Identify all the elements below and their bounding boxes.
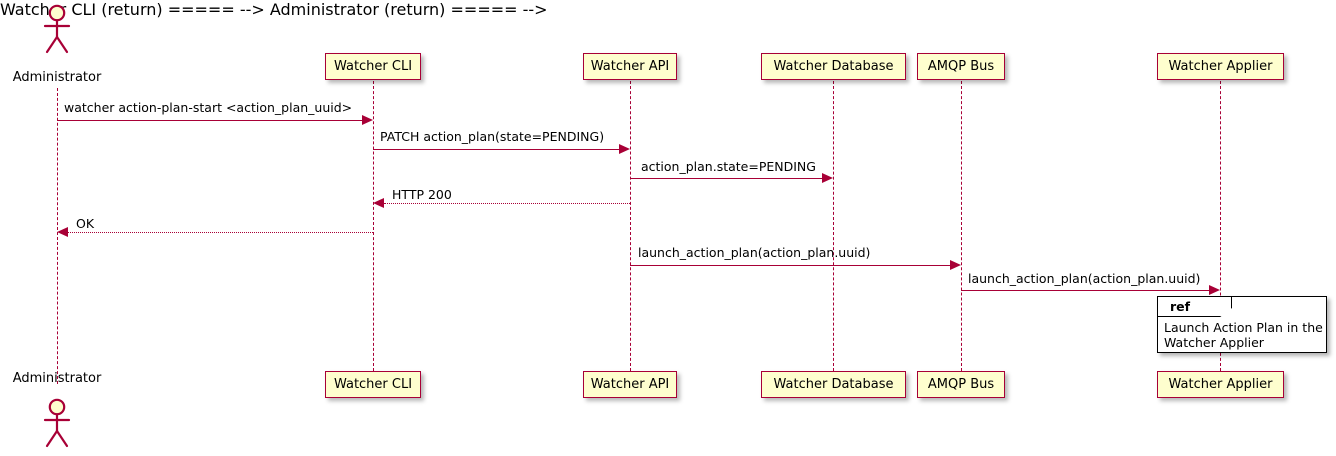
actor-label-bottom: Administrator <box>12 371 102 386</box>
ref-fragment-text: Launch Action Plan in the Watcher Applie… <box>1164 320 1323 350</box>
message-line-1 <box>57 120 363 121</box>
message-arrowhead-7 <box>1209 285 1220 295</box>
message-label-5: OK <box>76 216 95 231</box>
participant-label-watcher-applier-top: Watcher Applier <box>1168 59 1273 74</box>
participant-box-watcher-cli-bottom[interactable]: Watcher CLI <box>325 371 421 398</box>
lifeline-amqp-bus <box>961 81 962 371</box>
lifeline-watcher-database <box>833 81 834 371</box>
participant-box-watcher-applier-top[interactable]: Watcher Applier <box>1157 53 1284 80</box>
participant-box-amqp-bus-top[interactable]: AMQP Bus <box>917 53 1005 80</box>
message-line-5 <box>68 232 373 233</box>
participant-label-watcher-cli-bottom: Watcher CLI <box>333 377 413 392</box>
participant-box-watcher-database-top[interactable]: Watcher Database <box>761 53 906 80</box>
actor-figure-top <box>39 4 75 56</box>
ref-fragment-box[interactable]: ref Launch Action Plan in the Watcher Ap… <box>1157 296 1327 353</box>
actor-label-top: Administrator <box>12 70 102 85</box>
message-label-4: HTTP 200 <box>392 187 452 202</box>
participant-label-amqp-bus-top: AMQP Bus <box>927 59 995 74</box>
message-arrowhead-2 <box>619 144 630 154</box>
participant-label-watcher-api-bottom: Watcher API <box>590 377 670 392</box>
message-line-7 <box>961 290 1210 291</box>
participant-box-amqp-bus-bottom[interactable]: AMQP Bus <box>917 371 1005 398</box>
participant-label-watcher-cli-top: Watcher CLI <box>333 59 413 74</box>
message-arrowhead-1 <box>362 115 373 125</box>
participant-box-watcher-database-bottom[interactable]: Watcher Database <box>761 371 906 398</box>
participant-label-watcher-database-bottom: Watcher Database <box>773 377 894 392</box>
message-label-2: PATCH action_plan(state=PENDING) <box>380 129 605 144</box>
participant-label-watcher-database-top: Watcher Database <box>773 59 894 74</box>
participant-box-watcher-api-top[interactable]: Watcher API <box>583 53 677 80</box>
message-label-3: action_plan.state=PENDING <box>641 159 816 174</box>
message-line-4 <box>384 203 630 204</box>
lifeline-watcher-cli <box>373 81 374 371</box>
participant-label-watcher-api-top: Watcher API <box>590 59 670 74</box>
participant-label-watcher-applier-bottom: Watcher Applier <box>1168 377 1273 392</box>
ref-fragment-tab: ref <box>1158 297 1232 317</box>
lifeline-watcher-api <box>630 81 631 371</box>
participant-label-amqp-bus-bottom: AMQP Bus <box>927 377 995 392</box>
participant-box-watcher-applier-bottom[interactable]: Watcher Applier <box>1157 371 1284 398</box>
message-line-3 <box>630 178 823 179</box>
message-arrowhead-4 <box>373 198 384 208</box>
message-arrowhead-5 <box>57 227 68 237</box>
message-line-6 <box>630 265 951 266</box>
message-arrowhead-6 <box>950 260 961 270</box>
message-label-1: watcher action-plan-start <action_plan_u… <box>64 100 353 115</box>
message-label-6: launch_action_plan(action_plan.uuid) <box>638 245 871 260</box>
actor-figure-bottom <box>39 398 75 450</box>
message-arrowhead-3 <box>822 173 833 183</box>
participant-box-watcher-cli-top[interactable]: Watcher CLI <box>325 53 421 80</box>
message-line-2 <box>373 149 620 150</box>
ref-fragment-tag: ref <box>1170 299 1191 314</box>
participant-box-watcher-api-bottom[interactable]: Watcher API <box>583 371 677 398</box>
message-label-7: launch_action_plan(action_plan.uuid) <box>968 271 1201 286</box>
lifeline-watcher-applier <box>1220 81 1221 371</box>
